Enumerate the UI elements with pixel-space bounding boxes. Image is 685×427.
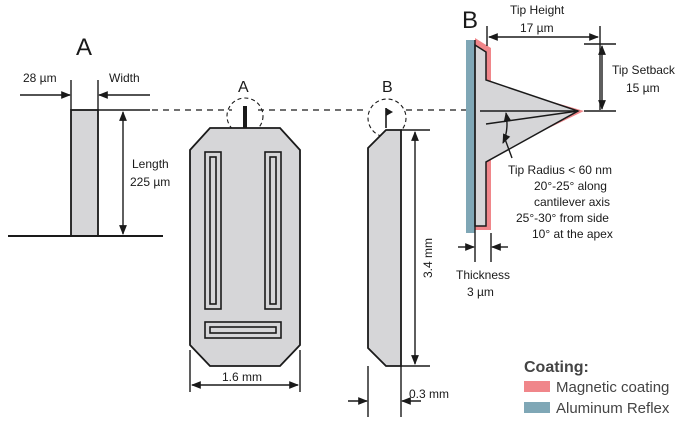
legend-swatch-aluminum [524, 402, 550, 413]
tip-setback-label: Tip Setback [612, 63, 676, 77]
tip-spec-leader [504, 138, 513, 159]
chip-side-view: B 3.4 mm 0.3 mm [348, 79, 449, 417]
legend-title: Coating: [524, 359, 589, 376]
chip-slot-left-inner [209, 156, 217, 305]
legend-label-aluminum: Aluminum Reflex [556, 400, 670, 417]
side-height-label: 3.4 mm [421, 238, 435, 278]
coating-legend: Coating: Magnetic coating Aluminum Refle… [524, 359, 670, 417]
aluminum-reflex-strip [466, 40, 475, 233]
chip-slot-right-inner [269, 156, 277, 305]
marker-b-label: B [382, 79, 393, 96]
width-value: 28 µm [23, 71, 57, 85]
detail-a-letter: A [76, 34, 92, 61]
tip-height-value: 17 µm [520, 21, 554, 35]
thickness-label: Thickness [456, 268, 510, 282]
marker-a-label: A [238, 79, 249, 96]
legend-swatch-magnetic [524, 381, 550, 392]
detail-b: B Tip Height 17 µm Tip Setback 15 µm Tip… [456, 3, 676, 299]
tip-height-label: Tip Height [510, 3, 565, 17]
side-thickness-label: 0.3 mm [409, 387, 449, 401]
cantilever-body [70, 109, 99, 237]
length-value: 225 µm [130, 175, 170, 189]
tip-spec-0: Tip Radius < 60 nm [508, 163, 612, 177]
chip-slot-bottom-inner [209, 326, 277, 334]
tip-spec-1: 20°-25° along [534, 179, 607, 193]
tip-setback-value: 15 µm [626, 81, 660, 95]
width-label: Width [109, 71, 140, 85]
chip-top-view: A 1.6 mm [189, 79, 301, 392]
side-body [367, 129, 402, 367]
tip-angle-arc [502, 112, 512, 144]
tip-body [474, 43, 580, 227]
detail-a: A 28 µm Width Length 225 µm [8, 34, 170, 237]
legend-label-magnetic: Magnetic coating [556, 379, 669, 396]
tip-angle-line [485, 110, 579, 125]
tip-spec-2: cantilever axis [534, 195, 610, 209]
thickness-value: 3 µm [467, 285, 494, 299]
detail-b-letter: B [462, 7, 478, 34]
side-tip [386, 108, 393, 116]
length-label: Length [132, 157, 169, 171]
tip-spec-3: 25°-30° from side [516, 211, 609, 225]
chip-width-label: 1.6 mm [222, 370, 262, 384]
tip-spec-4: 10° at the apex [532, 227, 613, 241]
